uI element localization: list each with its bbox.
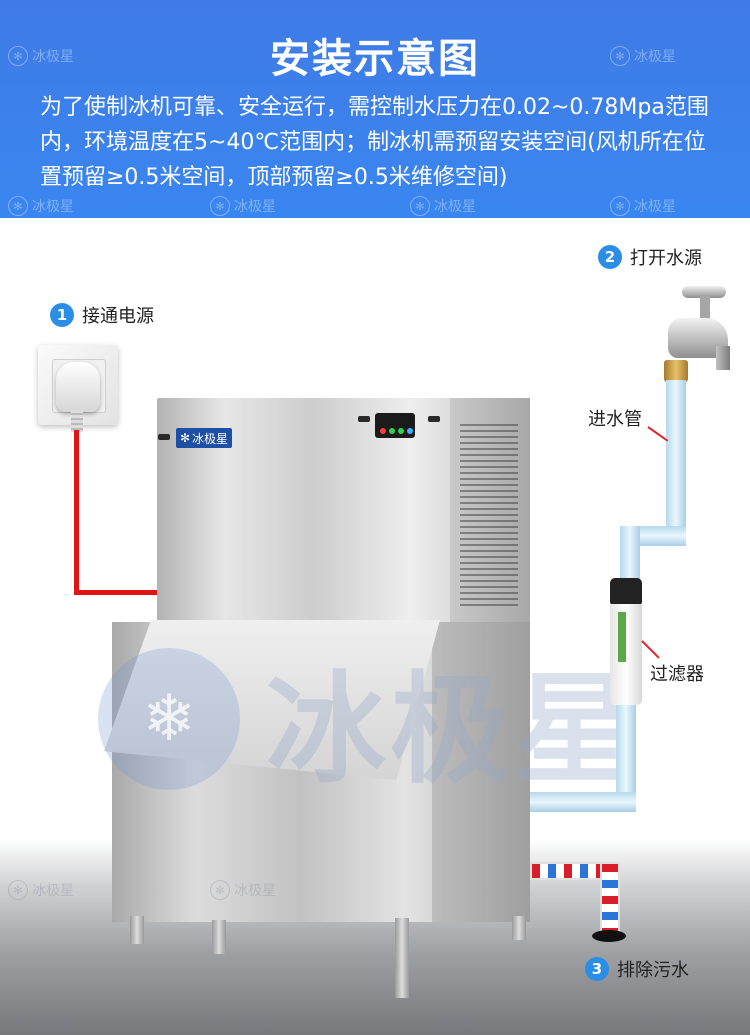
snowflake-icon: ✻ [640,1012,660,1032]
brass-connector [664,360,688,382]
fan-vent-grille [460,420,518,610]
snowflake-icon: ✻ [8,880,28,900]
snowflake-icon: ✻ [610,46,630,66]
power-cord [74,430,79,595]
callout-inlet-pipe: 进水管 [588,409,642,430]
step-3-drain: 3 排除污水 [585,956,689,982]
indicator-light [389,428,395,434]
power-plug [56,362,100,412]
step-label: 打开水源 [630,248,702,269]
callout-filter: 过滤器 [650,664,704,685]
brand-badge: ✻冰极星 [176,428,232,448]
snowflake-icon: ✻ [210,1012,230,1032]
control-panel-display [375,413,415,438]
bin-door [104,620,440,780]
power-cord [74,590,160,595]
step-number-badge: 2 [598,245,622,269]
step-1-power: 1 接通电源 [50,302,154,328]
plug-strain-relief [71,410,83,432]
watermark: ✻冰极星 [210,196,276,216]
watermark: ✻冰极星 [610,46,676,66]
water-inlet-pipe [616,702,636,810]
watermark: ✻冰极星 [8,1012,74,1032]
step-label: 接通电源 [82,306,154,327]
indicator-light [398,428,404,434]
handle-slot [158,434,170,440]
water-inlet-pipe [620,526,640,584]
snowflake-icon: ✻ [610,196,630,216]
indicator-light [380,428,386,434]
watermark: ✻冰极星 [210,880,276,900]
handle-slot [428,416,440,422]
water-inlet-pipe [530,792,636,812]
watermark: ✻冰极星 [8,46,74,66]
snowflake-icon: ✻ [8,1012,28,1032]
faucet-handle [682,286,726,298]
machine-leg [512,916,526,940]
watermark: ✻冰极星 [640,1012,706,1032]
watermark: ✻冰极星 [610,196,676,216]
snowflake-icon: ✻ [410,1012,430,1032]
watermark: ✻冰极星 [410,196,476,216]
snowflake-icon: ✻ [210,880,230,900]
indicator-light [407,428,413,434]
ice-storage-bin-side [432,622,530,922]
drain-pipe [600,862,620,938]
faucet-spout [716,346,730,370]
snowflake-icon: ✻ [179,431,191,445]
machine-leg [212,920,226,954]
faucet-stem [700,296,710,320]
watermark: ✻冰极星 [410,1012,476,1032]
snowflake-icon: ✻ [410,196,430,216]
snowflake-icon: ❄ [98,648,240,790]
watermark: ✻冰极星 [210,1012,276,1032]
filter-cap [610,578,642,604]
step-label: 排除污水 [617,960,689,981]
step-number-badge: 3 [585,957,609,981]
step-number-badge: 1 [50,303,74,327]
snowflake-icon: ✻ [8,46,28,66]
machine-leg [130,916,144,944]
step-2-water: 2 打开水源 [598,244,702,270]
water-inlet-pipe [666,380,686,535]
filter-label-strip [618,612,626,662]
watermark: 冰极星 [266,661,638,800]
watermark: ✻冰极星 [8,880,74,900]
page-title: 安装示意图 [270,36,480,82]
snowflake-icon: ✻ [210,196,230,216]
header-banner: 安装示意图 为了使制冰机可靠、安全运行，需控制水压力在0.02~0.78Mpa范… [0,0,750,218]
snowflake-icon: ✻ [8,196,28,216]
machine-leg [395,918,409,998]
handle-slot [358,416,370,422]
install-requirements-text: 为了使制冰机可靠、安全运行，需控制水压力在0.02~0.78Mpa范围内，环境温… [40,95,709,190]
floor-drain [592,930,626,942]
watermark: ✻冰极星 [8,196,74,216]
